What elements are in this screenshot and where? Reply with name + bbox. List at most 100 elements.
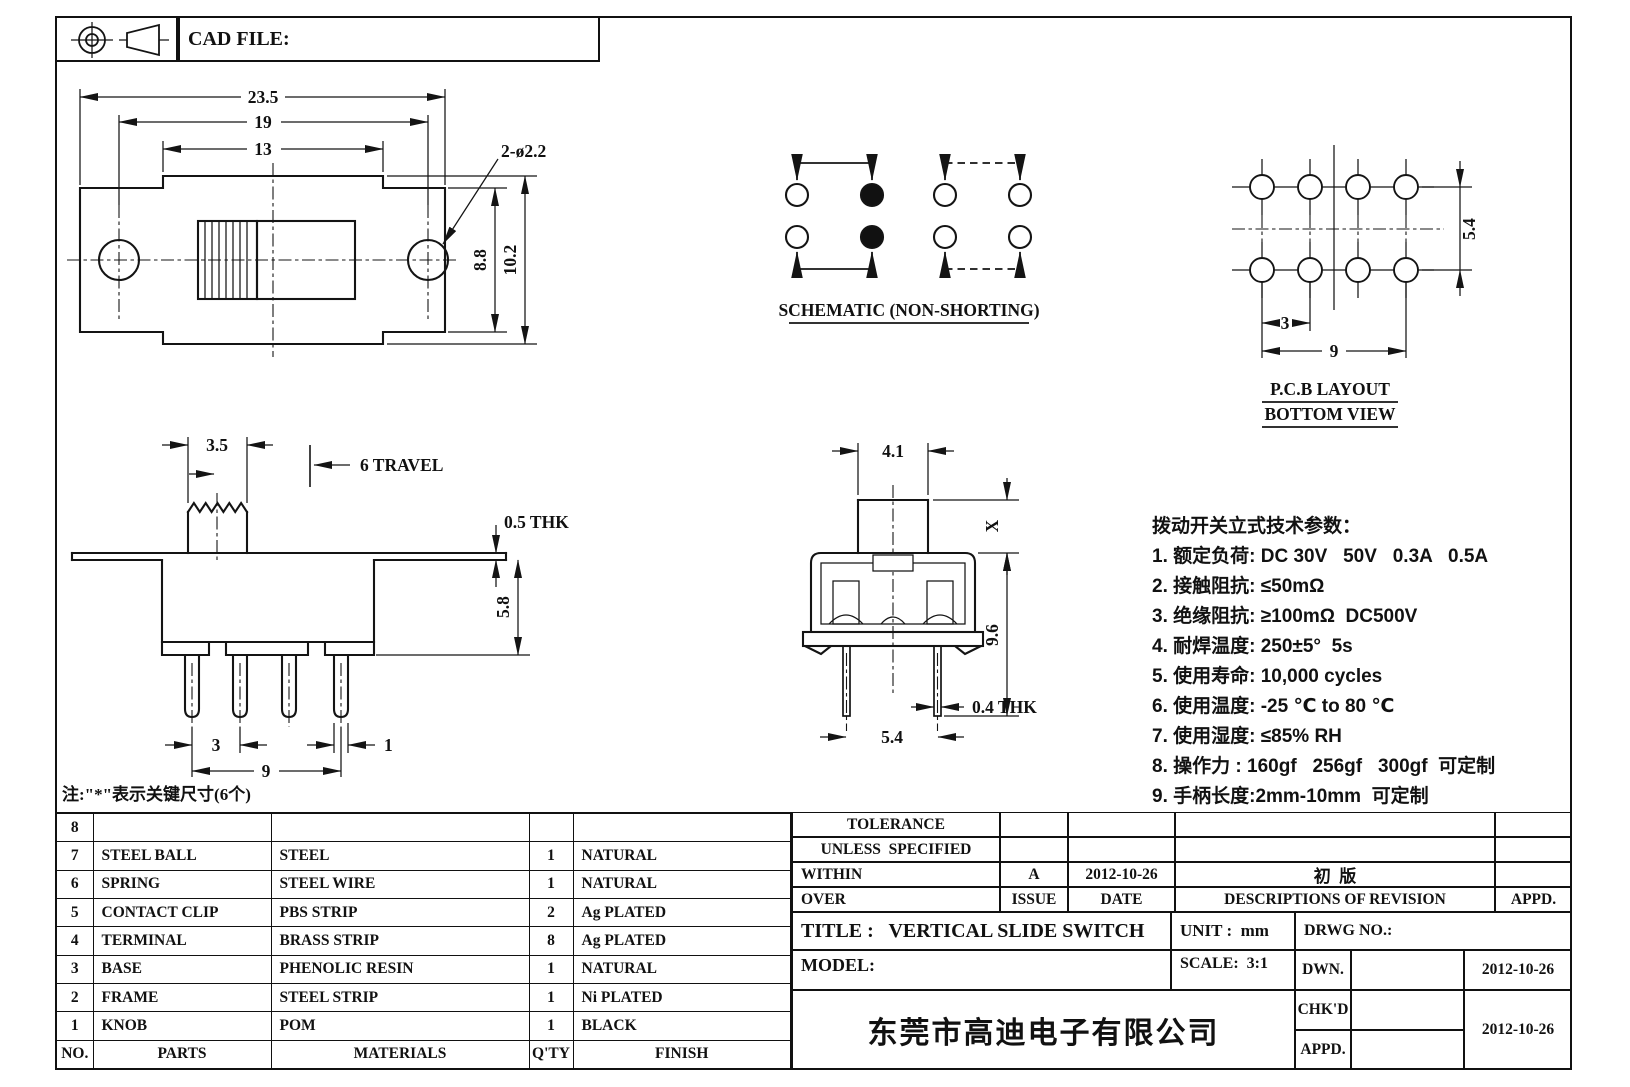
- table-row: 5 CONTACT CLIP PBS STRIP 2 Ag PLATED: [55, 897, 792, 928]
- within-text: WITHIN: [801, 865, 863, 883]
- dim-travel: 6 TRAVEL: [360, 455, 443, 475]
- revision-appd-value: [1495, 862, 1572, 887]
- side-view-drawing: 4.1 X 9.6 0.4 THK: [801, 441, 1037, 747]
- revision-cell: [1068, 837, 1175, 862]
- part-name: STEEL BALL: [92, 841, 272, 871]
- unit-cell: UNIT : mm: [1171, 912, 1295, 950]
- part-finish: NATURAL: [572, 841, 792, 871]
- part-name: BASE: [92, 954, 272, 984]
- dwn-date-cell: 2012-10-26: [1464, 950, 1572, 990]
- revision-date-value: 2012-10-26: [1068, 862, 1175, 887]
- part-finish: Ag PLATED: [572, 897, 792, 928]
- part-name: KNOB: [92, 1011, 272, 1041]
- dim-body-height: 9.6: [982, 624, 1002, 646]
- chkd-label-cell: CHK'D: [1295, 990, 1351, 1030]
- header-parts: PARTS: [92, 1039, 272, 1070]
- tech-parameter-item: 6. 使用温度: -25 ℃ to 80 ℃: [1152, 696, 1395, 717]
- part-material: BRASS STRIP: [270, 926, 530, 956]
- key-dimension-note: 注:"*"表示关键尺寸(6个): [62, 785, 251, 804]
- tolerance-line1: TOLERANCE: [847, 815, 945, 833]
- part-no: 7: [55, 841, 94, 871]
- part-qty: 2: [528, 897, 574, 928]
- schematic-drawing: SCHEMATIC (NON-SHORTING): [778, 153, 1040, 324]
- part-material: STEEL WIRE: [270, 869, 530, 899]
- part-no: 1: [55, 1011, 94, 1041]
- tolerance-line2: UNLESS SPECIFIED: [820, 840, 972, 858]
- dim-row-spacing: 5.4: [1459, 218, 1479, 240]
- part-material: [270, 812, 530, 843]
- scale-text: SCALE: 3:1: [1180, 955, 1269, 972]
- pcb-caption-line1: P.C.B LAYOUT: [1270, 379, 1390, 399]
- part-qty: 1: [528, 982, 574, 1013]
- drwg-no-cell: DRWG NO.:: [1295, 912, 1572, 950]
- dim-knob-height: X: [982, 519, 1002, 532]
- part-name: TERMINAL: [92, 926, 272, 956]
- tolerance-label: TOLERANCE: [792, 812, 1000, 837]
- descriptions-header: DESCRIPTIONS OF REVISION: [1175, 887, 1495, 912]
- drawing-title: TITLE : VERTICAL SLIDE SWITCH: [792, 912, 1171, 950]
- appd-signature-cell: [1351, 1030, 1464, 1070]
- dim-overall-height: 10.2: [500, 245, 520, 276]
- part-finish: Ni PLATED: [572, 982, 792, 1013]
- revision-cell: [1495, 837, 1572, 862]
- table-header-row: NO. PARTS MATERIALS Q'TY FINISH: [55, 1039, 792, 1070]
- dwn-signature-cell: [1351, 950, 1464, 990]
- dim-inner-height: 8.8: [470, 249, 490, 271]
- part-qty: 1: [528, 954, 574, 984]
- model-cell: MODEL:: [792, 950, 1171, 990]
- within-label: WITHIN: [792, 862, 1000, 887]
- date-value-text: 2012-10-26: [1085, 865, 1158, 883]
- part-qty: 1: [528, 841, 574, 871]
- table-row: 3 BASE PHENOLIC RESIN 1 NATURAL: [55, 954, 792, 984]
- dim-overall-width: 23.5: [248, 87, 279, 107]
- part-material: STEEL STRIP: [270, 982, 530, 1013]
- chk-date-text: 2012-10-26: [1481, 1021, 1555, 1038]
- header-materials: MATERIALS: [270, 1039, 530, 1070]
- revision-cell: [1495, 812, 1572, 837]
- dim-slot-width: 13: [254, 139, 272, 159]
- desc-label-text: DESCRIPTIONS OF REVISION: [1224, 890, 1446, 908]
- part-qty: 1: [528, 1011, 574, 1041]
- revision-cell: [1175, 837, 1495, 862]
- appd-label-cell: APPD.: [1295, 1030, 1351, 1070]
- dim-pin-pitch: 3: [1281, 313, 1290, 333]
- dim-span: 9: [1330, 341, 1339, 361]
- issue-value-text: A: [1028, 865, 1040, 883]
- dim-knob-width: 3.5: [206, 435, 228, 455]
- part-no: 4: [55, 926, 94, 956]
- part-qty: 1: [528, 869, 574, 899]
- tech-parameters: 拨动开关立式技术参数： 1. 额定负荷: DC 30V 50V 0.3A 0.5…: [1152, 512, 1570, 812]
- tech-parameter-item: 3. 绝缘阻抗: ≥100mΩ DC500V: [1152, 606, 1418, 627]
- tech-parameter-item: 8. 操作力 : 160gf 256gf 300gf 可定制: [1152, 756, 1496, 777]
- part-no: 5: [55, 897, 94, 928]
- appd-label-text: APPD.: [1300, 1041, 1346, 1058]
- date-label-text: DATE: [1100, 890, 1143, 908]
- dwn-label-cell: DWN.: [1295, 950, 1351, 990]
- dim-pin-pitch: 3: [212, 735, 221, 755]
- part-finish: [572, 812, 792, 843]
- revision-cell: [1068, 812, 1175, 837]
- part-name: [92, 812, 272, 843]
- issue-label-text: ISSUE: [1011, 890, 1057, 908]
- front-view-drawing: 3.5 6 TRAVEL 0.5 THK: [70, 435, 569, 781]
- cad-file-label: CAD FILE:: [178, 16, 600, 62]
- top-view-drawing: 23.5 19 13 2-ø2.2 8.8: [67, 87, 546, 357]
- revision-cell: [1000, 812, 1068, 837]
- revision-cell: [1175, 812, 1495, 837]
- table-row: 4 TERMINAL BRASS STRIP 8 Ag PLATED: [55, 926, 792, 956]
- table-row: 7 STEEL BALL STEEL 1 NATURAL: [55, 841, 792, 871]
- header-finish: FINISH: [572, 1039, 792, 1070]
- dim-flange-thk: 0.5 THK: [504, 512, 569, 532]
- tech-parameters-title: 拨动开关立式技术参数：: [1152, 516, 1362, 537]
- pcb-layout-drawing: 5.4 3 9 P.C.B LAYOUT BOTTOM VIEW: [1232, 145, 1479, 428]
- dwn-date-text: 2012-10-26: [1481, 961, 1555, 978]
- dim-pin-width: 1: [384, 735, 393, 755]
- table-row: 1 KNOB POM 1 BLACK: [55, 1011, 792, 1041]
- dim-hole-spacing: 19: [254, 112, 272, 132]
- chkd-signature-cell: [1351, 990, 1464, 1030]
- part-finish: BLACK: [572, 1011, 792, 1041]
- parts-table: 8 7 STEEL BALL STEEL 1 NATURAL 6 SPRING …: [55, 812, 792, 1070]
- tech-parameter-item: 9. 手柄长度:2mm-10mm 可定制: [1152, 786, 1429, 807]
- dim-pin-thk: 0.4 THK: [972, 697, 1037, 717]
